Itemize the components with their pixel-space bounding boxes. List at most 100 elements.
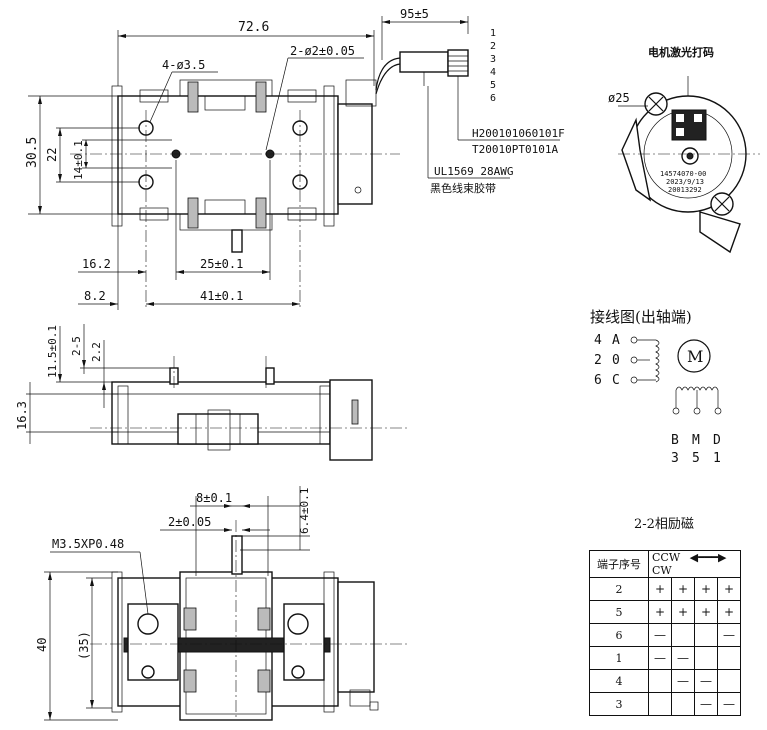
- table-row: 1 — —: [589, 646, 741, 670]
- table-cell: [717, 646, 741, 670]
- wiring-letter: A: [612, 333, 620, 348]
- pin-label: 3: [490, 54, 496, 65]
- table-cell: +: [648, 577, 672, 601]
- wiring-letter: C: [612, 373, 620, 388]
- connector-part-1: H200101060101F: [472, 127, 565, 140]
- dim-2: 2±0.05: [168, 515, 211, 529]
- dim-height: 30.5: [25, 137, 40, 168]
- table-cell: —: [671, 646, 695, 670]
- gearbox-body: [117, 95, 339, 215]
- table-cell: [694, 623, 718, 647]
- ccw-label: CCW: [652, 551, 681, 564]
- dim-8-2: 8.2: [84, 289, 106, 303]
- table-cell: +: [671, 577, 695, 601]
- slider-nut: [177, 413, 259, 445]
- row-pin: 4: [589, 669, 649, 693]
- table-cell: +: [694, 577, 718, 601]
- pin-label: 2: [490, 41, 496, 52]
- wire-note: 黑色线束胶带: [430, 181, 496, 195]
- connector-part-2: T20010PT0101A: [472, 143, 558, 156]
- table-cell: [648, 692, 672, 716]
- wiring-pin: 4: [594, 333, 602, 348]
- table-cell: +: [648, 600, 672, 624]
- thread-callout: M3.5XP0.48: [52, 537, 124, 551]
- dim-25: 25±0.1: [200, 257, 243, 271]
- table-row: 5 + + + +: [589, 600, 741, 624]
- table-cell: —: [648, 646, 672, 670]
- direction-arrow-icon: ◀━━━▶: [689, 551, 727, 564]
- dim-11-5: 11.5±0.1: [46, 325, 59, 378]
- table-cell: +: [694, 600, 718, 624]
- table-cell: [671, 692, 695, 716]
- motor-code-2: 2023/9/13: [666, 178, 704, 186]
- table-cell: —: [694, 669, 718, 693]
- pin-label: 4: [490, 67, 496, 78]
- wiring-bottom-letter: B: [671, 433, 679, 448]
- dim-40: 40: [35, 638, 49, 652]
- wiring-pin: 6: [594, 373, 602, 388]
- table-cell: +: [717, 577, 741, 601]
- wiring-diagram: 接线图(出轴端) 4 A 2 0 6 C M B M D 3 5 1: [590, 308, 722, 466]
- table-cell: [694, 646, 718, 670]
- dim-2-5: 2-5: [70, 336, 83, 356]
- table-cell: [717, 669, 741, 693]
- table-cell: —: [694, 692, 718, 716]
- row-pin: 2: [589, 577, 649, 601]
- pin-label: 1: [490, 28, 496, 39]
- dim-holes-m3: 4-ø3.5: [162, 58, 205, 72]
- wiring-bottom-letter: D: [713, 433, 721, 448]
- wiring-bottom-pin: 5: [692, 451, 700, 466]
- connector-plug: [447, 49, 469, 77]
- table-cell: —: [671, 669, 695, 693]
- dim-22: 22: [45, 148, 59, 162]
- bottom-view: 8±0.1 2±0.05 6.4±0.1 M3.5XP0.48 40 (35): [35, 486, 410, 721]
- dim-41: 41±0.1: [200, 289, 243, 303]
- table-cell: —: [648, 623, 672, 647]
- dim-holes-pin: 2-ø2±0.05: [290, 44, 355, 58]
- table-cell: —: [717, 623, 741, 647]
- wiring-bottom-pin: 3: [671, 451, 679, 466]
- dim-overall-length: 72.6: [238, 20, 269, 35]
- wiring-title: 接线图(出轴端): [590, 308, 692, 326]
- motor-symbol: [677, 339, 711, 373]
- table-cell: +: [717, 600, 741, 624]
- pin-label: 6: [490, 93, 496, 104]
- front-view: 11.5±0.1 2-5 2.2 16.3: [15, 324, 410, 461]
- motor-letter: M: [687, 347, 703, 366]
- table-row: 3 — —: [589, 692, 741, 716]
- connector-housing: [399, 51, 449, 73]
- table-row: 2 + + + +: [589, 577, 741, 601]
- dim-motor-diameter: ø25: [608, 91, 630, 105]
- excitation-table: 端子序号 CCW ◀━━━▶ CW 2 + + + + 5 + + + + 6 …: [589, 550, 741, 716]
- wire-spec: UL1569 28AWG: [434, 165, 513, 178]
- dim-35: (35): [77, 631, 91, 660]
- table-row: 6 — —: [589, 623, 741, 647]
- wiring-bottom-pin: 1: [713, 451, 721, 466]
- row-pin: 1: [589, 646, 649, 670]
- table-cell: [648, 669, 672, 693]
- laser-code-title: 电机激光打码: [648, 45, 714, 59]
- bottom-motor: [337, 581, 375, 693]
- direction-header: CCW ◀━━━▶ CW: [648, 550, 741, 578]
- coil-vertical: [655, 339, 660, 383]
- top-view: 72.6 95±5: [25, 7, 565, 310]
- dim-6-4: 6.4±0.1: [298, 488, 311, 534]
- wiring-letter: 0: [612, 353, 620, 368]
- motor-code-1: 14574070-00: [660, 170, 706, 178]
- sequence-title: 2-2相励磁: [634, 517, 694, 532]
- dim-16-3: 16.3: [15, 401, 29, 430]
- wiring-pin: 2: [594, 353, 602, 368]
- table-cell: +: [671, 600, 695, 624]
- table-cell: [671, 623, 695, 647]
- wiring-bottom-letter: M: [692, 433, 700, 448]
- dim-cable-length: 95±5: [400, 7, 429, 21]
- table-row: 4 — —: [589, 669, 741, 693]
- dim-2-2: 2.2: [90, 342, 103, 362]
- pin-label: 5: [490, 80, 496, 91]
- front-motor: [329, 379, 373, 461]
- motor-code-3: 20013292: [668, 186, 702, 194]
- table-cell: —: [717, 692, 741, 716]
- row-pin: 3: [589, 692, 649, 716]
- dim-16-2: 16.2: [82, 257, 111, 271]
- motor-end-view: 电机激光打码 14574070-00 2023/9/13 20013292 ø2…: [608, 45, 760, 254]
